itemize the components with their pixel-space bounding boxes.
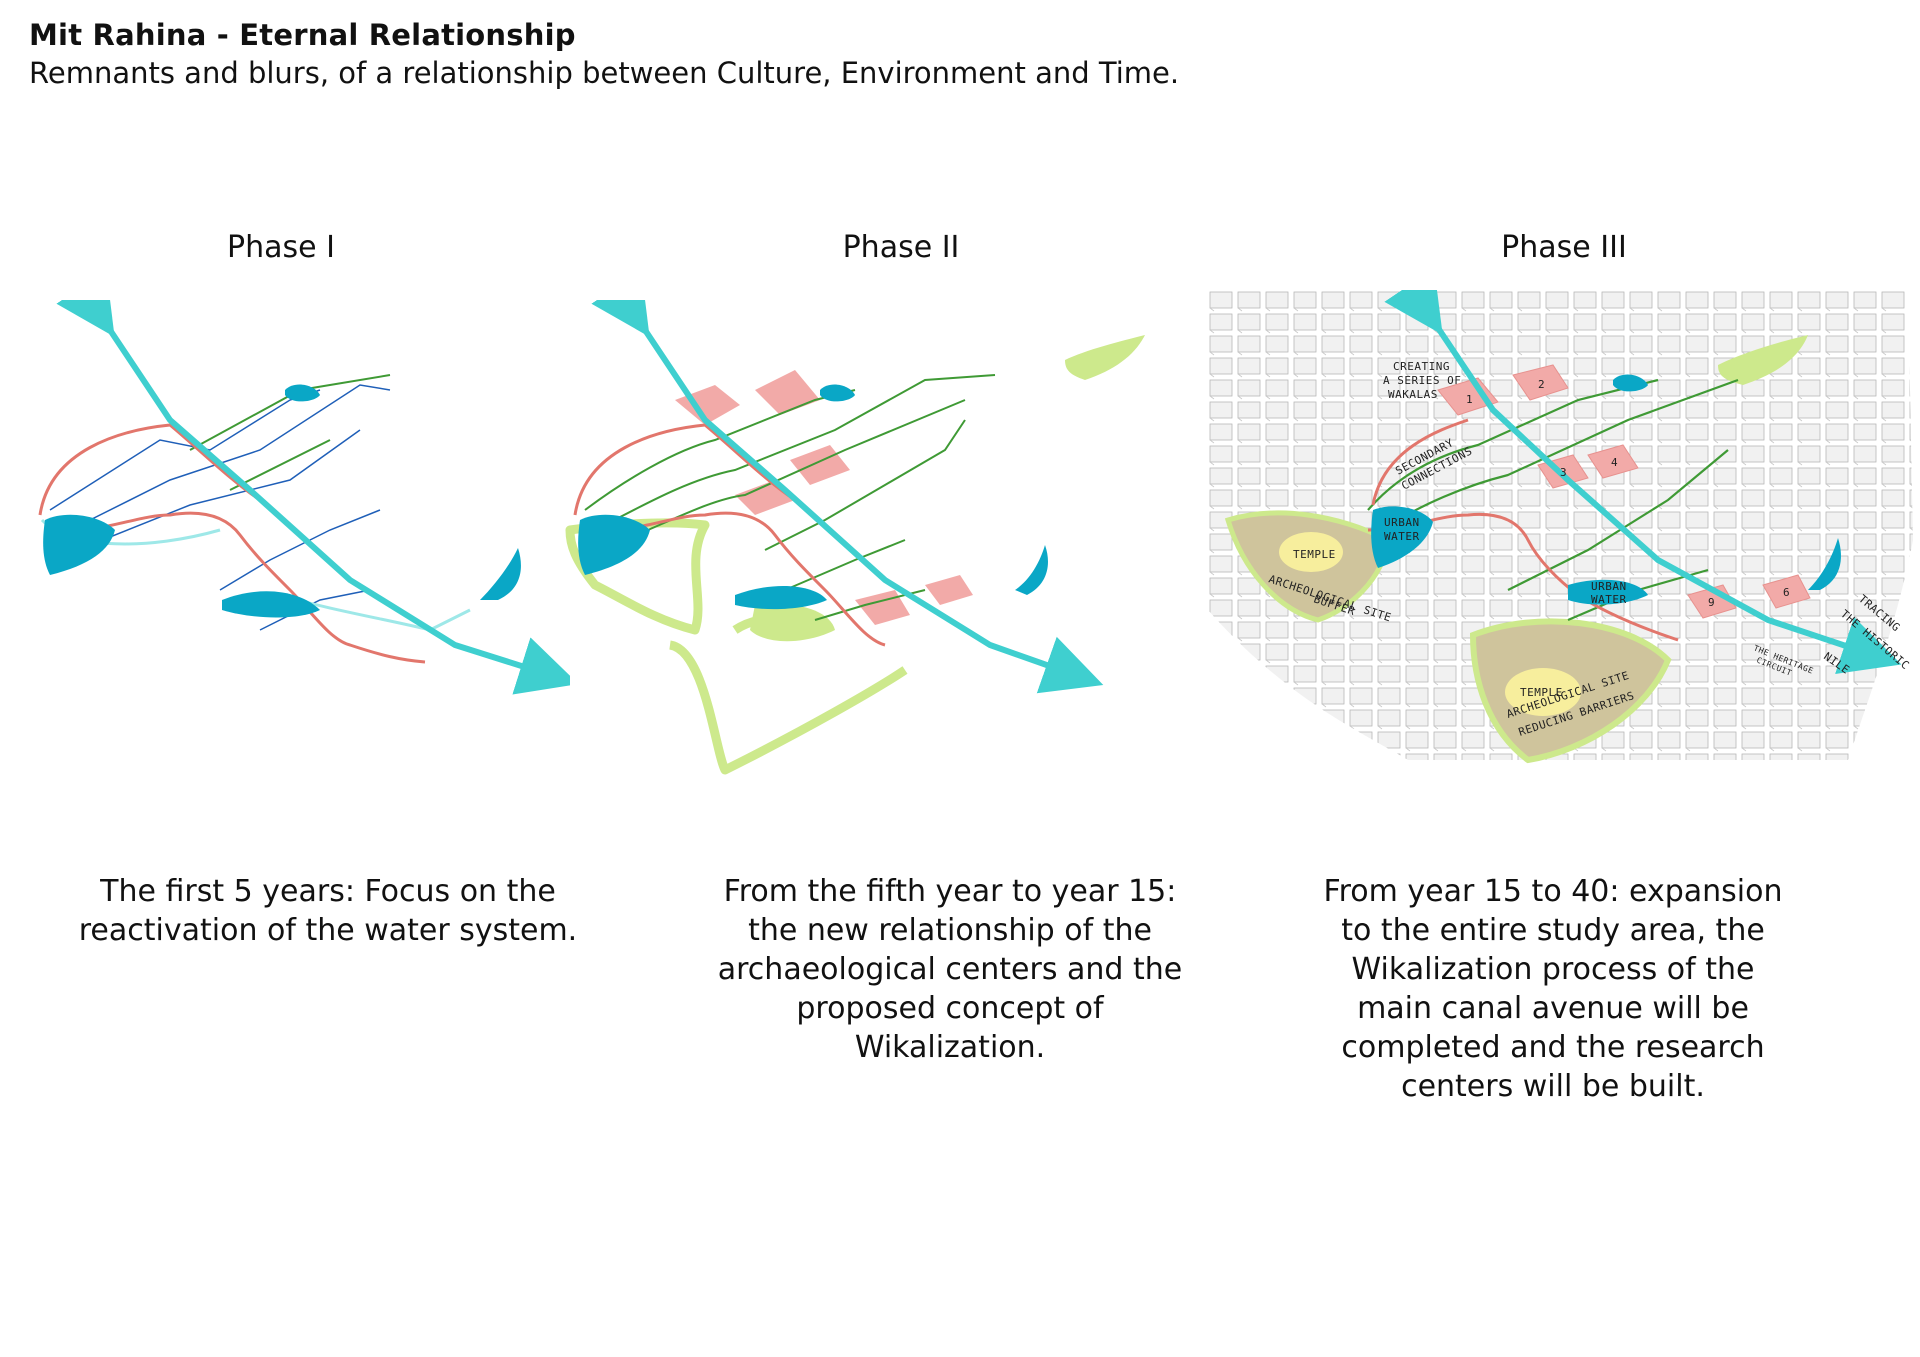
annotation-wakalas-1: CREATING [1393, 360, 1450, 373]
water-body-east [1808, 538, 1841, 590]
temple-south [1505, 668, 1581, 716]
main-canal [56, 300, 570, 695]
block-number-9: 9 [1708, 596, 1715, 609]
annotation-wakalas-3: WAKALAS [1388, 388, 1438, 401]
annotation-urban-water-south-2: WATER [1591, 593, 1627, 606]
block-number-6: 6 [1783, 586, 1790, 599]
page-subtitle: Remnants and blurs, of a relationship be… [29, 56, 1180, 90]
phase-3-label: Phase III [1501, 230, 1627, 265]
annotation-urban-water-south-1: URBAN [1591, 580, 1627, 593]
phase-2-caption: From the fifth year to year 15: the new … [717, 874, 1183, 1065]
green-patch-south [750, 603, 835, 642]
block-number-4: 4 [1611, 456, 1618, 469]
urban-water-south [1568, 579, 1648, 605]
water-body-east [480, 548, 521, 600]
block-number-2: 2 [1538, 378, 1545, 391]
green-park-north [1065, 335, 1145, 380]
main-canal [1384, 290, 1902, 674]
water-body-south [222, 591, 320, 618]
water-body-west [578, 514, 650, 575]
main-canal [591, 300, 1104, 694]
block-number-1: 1 [1466, 393, 1473, 406]
water-body-north [820, 384, 855, 402]
phase-1-diagram [38, 300, 570, 695]
minor-water-network [49, 384, 391, 631]
annotation-temple-north: TEMPLE [1293, 548, 1336, 561]
annotation-urban-water-west-2: WATER [1384, 530, 1420, 543]
phase-2-label: Phase II [842, 230, 960, 265]
annotation-temple-south: TEMPLE [1520, 686, 1563, 699]
phase-2-diagram [565, 300, 1145, 775]
phase-1-caption: The first 5 years: Focus on the reactiva… [78, 874, 578, 948]
page-title: Mit Rahina - Eternal Relationship [29, 18, 576, 52]
phase-1-label: Phase I [227, 230, 335, 265]
annotation-wakalas-2: A SERIES OF [1383, 374, 1461, 387]
urban-water-west [1371, 506, 1433, 568]
water-body-west [43, 514, 115, 575]
water-body-north [285, 384, 320, 402]
temple-north [1279, 532, 1343, 572]
water-body-east [1015, 545, 1048, 595]
wakala-blocks [675, 370, 973, 625]
water-body-south [735, 585, 827, 610]
water-body-north [1613, 374, 1648, 392]
phase-3-diagram: CREATING A SERIES OF WAKALAS SECONDARY C… [1208, 290, 1913, 764]
block-number-3: 3 [1560, 466, 1567, 479]
annotation-urban-water-west-1: URBAN [1384, 516, 1420, 529]
phase-3-caption: From year 15 to 40: expansion to the ent… [1323, 874, 1783, 1104]
